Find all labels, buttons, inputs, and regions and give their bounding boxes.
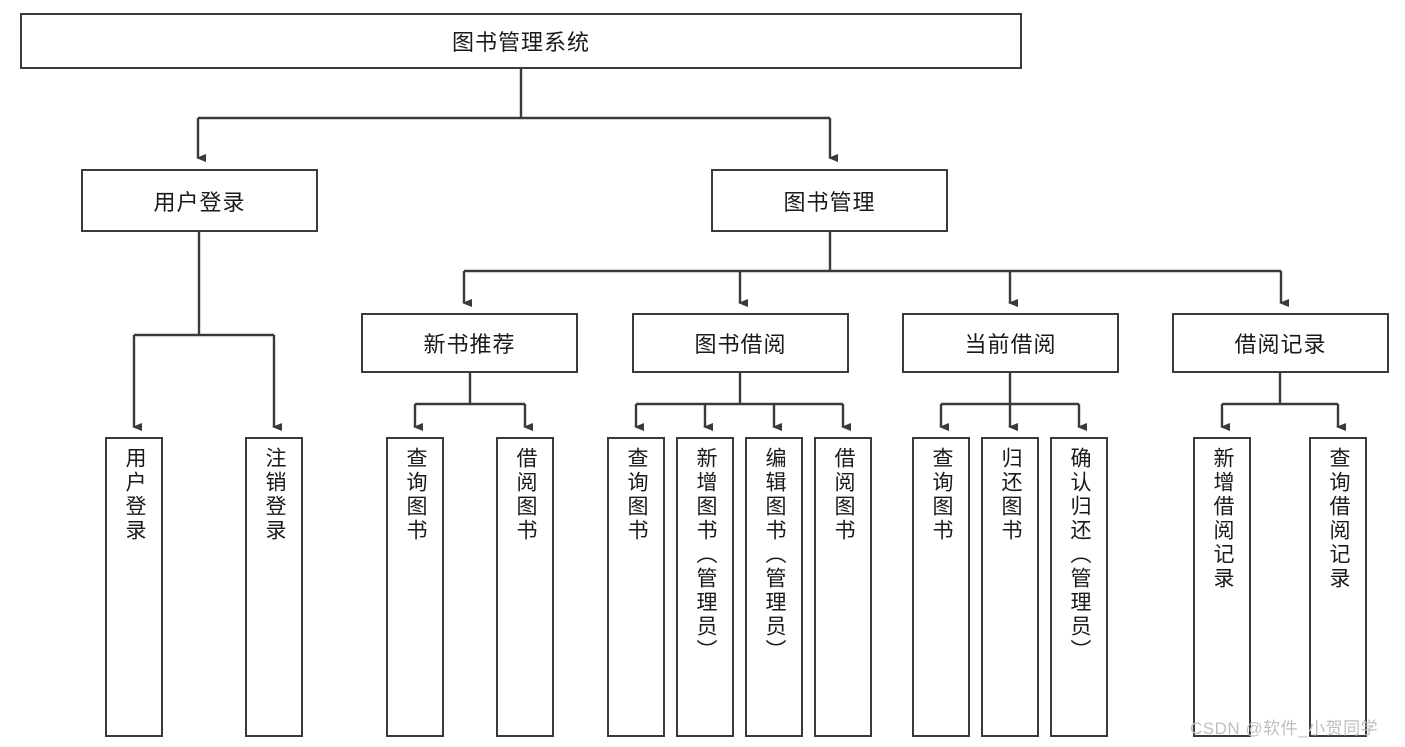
leaf-new-book-borrow-books[interactable]: 借阅图书 [496, 437, 554, 737]
node-label: 借阅图书 [831, 447, 855, 543]
node-label: 查询图书 [929, 447, 953, 543]
node-root-book-management-system[interactable]: 图书管理系统 [20, 13, 1022, 69]
node-label: 查询图书 [624, 447, 648, 543]
node-borrowing-record[interactable]: 借阅记录 [1172, 313, 1389, 373]
leaf-new-book-query-books[interactable]: 查询图书 [386, 437, 444, 737]
leaf-book-borrow-query-books[interactable]: 查询图书 [607, 437, 665, 737]
leaf-current-borrow-return-books[interactable]: 归还图书 [981, 437, 1039, 737]
node-label: 当前借阅 [964, 332, 1057, 357]
leaf-borrow-record-add-record[interactable]: 新增借阅记录 [1193, 437, 1251, 737]
leaf-user-login-logout[interactable]: 注销登录 [245, 437, 303, 737]
node-new-book-recommendation[interactable]: 新书推荐 [361, 313, 578, 373]
node-label: 图书管理系统 [451, 30, 590, 55]
node-book-management[interactable]: 图书管理 [711, 169, 948, 232]
node-label: 借阅记录 [1234, 332, 1327, 357]
leaf-book-borrow-edit-book-admin[interactable]: 编辑图书（管理员） [745, 437, 803, 737]
csdn-watermark: CSDN @软件_小贺同学 [1190, 719, 1379, 738]
node-label: 用户登录 [153, 189, 246, 215]
leaf-user-login-login[interactable]: 用户登录 [105, 437, 163, 737]
leaf-current-borrow-confirm-return-admin[interactable]: 确认归还（管理员） [1050, 437, 1108, 737]
node-label: 新增借阅记录 [1210, 447, 1234, 591]
node-label: 新书推荐 [423, 332, 516, 357]
node-label: 编辑图书（管理员） [762, 447, 786, 663]
leaf-borrow-record-query-record[interactable]: 查询借阅记录 [1309, 437, 1367, 737]
node-label: 归还图书 [998, 447, 1022, 543]
node-current-borrowing[interactable]: 当前借阅 [902, 313, 1119, 373]
node-label: 注销登录 [262, 447, 286, 543]
node-label: 借阅图书 [513, 447, 537, 543]
node-book-borrowing[interactable]: 图书借阅 [632, 313, 849, 373]
node-label: 用户登录 [122, 447, 146, 543]
node-label: 图书管理 [783, 189, 876, 215]
leaf-book-borrow-add-book-admin[interactable]: 新增图书（管理员） [676, 437, 734, 737]
node-label: 确认归还（管理员） [1067, 447, 1091, 663]
node-label: 查询图书 [403, 447, 427, 543]
node-user-login[interactable]: 用户登录 [81, 169, 318, 232]
node-label: 查询借阅记录 [1326, 447, 1350, 591]
node-label: 新增图书（管理员） [693, 447, 717, 663]
leaf-book-borrow-borrow-books[interactable]: 借阅图书 [814, 437, 872, 737]
node-label: 图书借阅 [694, 332, 787, 357]
leaf-current-borrow-query-books[interactable]: 查询图书 [912, 437, 970, 737]
